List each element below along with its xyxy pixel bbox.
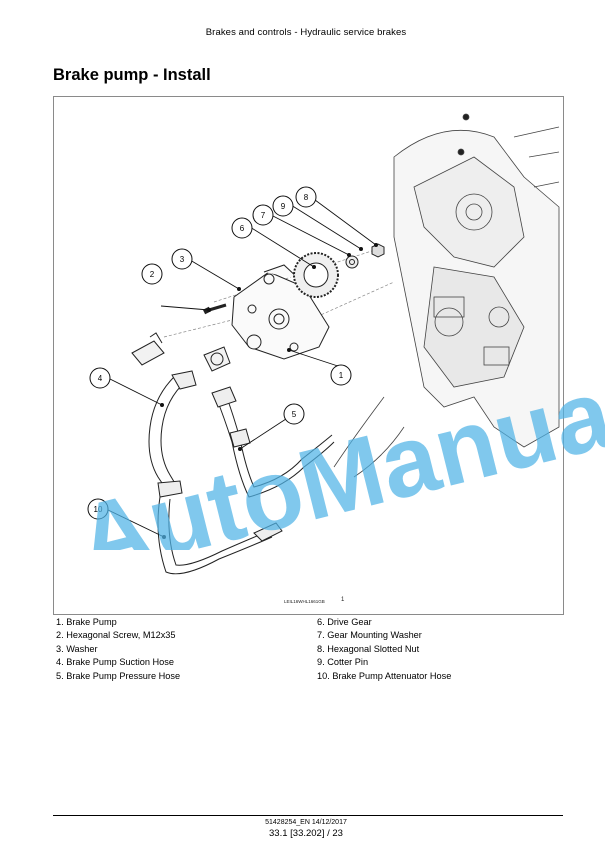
callout-circle-9 bbox=[272, 195, 294, 217]
legend-item: 7. Gear Mounting Washer bbox=[317, 630, 422, 641]
legend-right: 6. Drive Gear 7. Gear Mounting Washer 8.… bbox=[317, 616, 451, 683]
attenuator-hose bbox=[157, 496, 283, 575]
running-header: Brakes and controls - Hydraulic service … bbox=[205, 27, 407, 38]
callout-circle-3 bbox=[171, 248, 193, 270]
legend-item: 3. Washer bbox=[56, 643, 98, 654]
legend-left: 1. Brake Pump 2. Hexagonal Screw, M12x35… bbox=[56, 616, 180, 683]
pressure-hose bbox=[211, 386, 335, 498]
footer-page-number: 33.1 [33.202] / 23 bbox=[269, 828, 343, 839]
legend-item: 1. Brake Pump bbox=[56, 617, 117, 627]
section-title: Brake pump - Install bbox=[53, 66, 211, 84]
callout-circle-6 bbox=[231, 217, 253, 239]
legend-item: 8. Hexagonal Slotted Nut bbox=[317, 643, 420, 654]
suction-hose bbox=[148, 370, 197, 498]
callout-circle-7 bbox=[252, 204, 274, 226]
callout-circle-2 bbox=[141, 263, 163, 285]
legend-item: 2. Hexagonal Screw, M12x35 bbox=[56, 630, 176, 641]
callout-circle-1 bbox=[330, 364, 352, 386]
callout-circle-5 bbox=[283, 403, 305, 425]
callout-label-2: 2 bbox=[150, 270, 155, 279]
footer-doc-id: 51428254_EN 14/12/2017 bbox=[265, 819, 347, 826]
callout-label-1: 1 bbox=[339, 371, 344, 380]
callout-label-5: 5 bbox=[292, 410, 297, 419]
legend-item: 4. Brake Pump Suction Hose bbox=[56, 657, 174, 668]
legend-item: 5. Brake Pump Pressure Hose bbox=[56, 670, 181, 681]
figure-code: LEIL16WHL1661GB bbox=[284, 599, 325, 604]
callout-label-8: 8 bbox=[304, 193, 309, 202]
callout-label-9: 9 bbox=[281, 202, 286, 211]
brake-pump-illustration: 1 2 3 4 5 6 7 8 9 10 bbox=[87, 113, 560, 575]
callout-label-6: 6 bbox=[240, 224, 245, 233]
callout-label-3: 3 bbox=[180, 255, 185, 264]
callout-label-7: 7 bbox=[261, 211, 266, 220]
callout-label-10: 10 bbox=[94, 505, 103, 514]
legend-item: 6. Drive Gear bbox=[317, 617, 372, 627]
drive-gear bbox=[293, 252, 339, 298]
callout-circle-10 bbox=[87, 498, 109, 520]
figure-number: 1 bbox=[341, 597, 345, 603]
callout-circle-8 bbox=[295, 186, 317, 208]
exploded-view-figure: 1 2 3 4 5 6 7 8 9 10 bbox=[53, 96, 564, 615]
engine-housing bbox=[333, 113, 560, 478]
legend-item: 10. Brake Pump Attenuator Hose bbox=[317, 670, 452, 681]
legend-item: 9. Cotter Pin bbox=[317, 657, 369, 668]
callout-circle-4 bbox=[89, 367, 111, 389]
footer-rule bbox=[53, 815, 563, 816]
callout-label-4: 4 bbox=[98, 374, 103, 383]
